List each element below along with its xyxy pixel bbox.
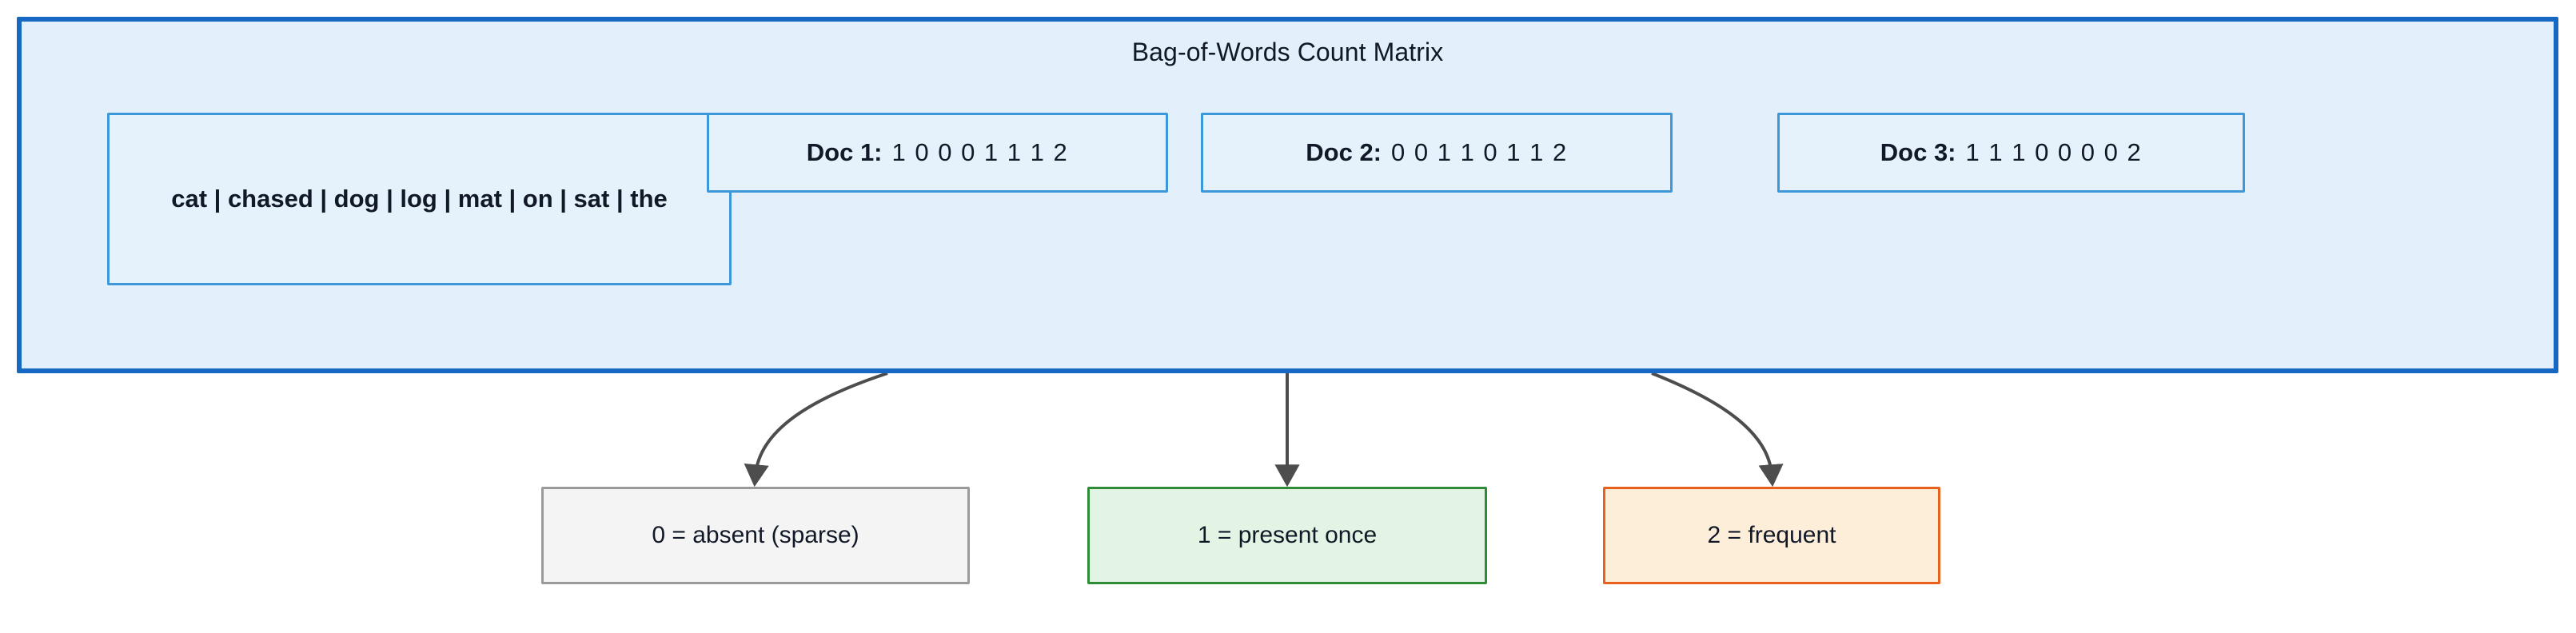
doc-3-label: Doc 3: — [1880, 137, 1956, 166]
legend-present-label: 1 = present once — [1197, 522, 1378, 548]
doc-2-box[interactable]: Doc 2: 0 0 1 1 0 1 1 2 — [1201, 113, 1673, 193]
legend-absent-label: 0 = absent (sparse) — [652, 522, 859, 548]
doc-1-box[interactable]: Doc 1: 1 0 0 0 1 1 1 2 — [707, 113, 1168, 193]
legend-absent-box[interactable]: 0 = absent (sparse) — [541, 487, 970, 584]
arrow-to-frequent — [1651, 372, 1784, 488]
doc-1-values: 1 0 0 0 1 1 1 2 — [891, 137, 1069, 166]
vocabulary-label: cat | chased | dog | log | mat | on | sa… — [171, 184, 668, 213]
vocabulary-box[interactable]: cat | chased | dog | log | mat | on | sa… — [107, 113, 732, 285]
arrow-to-absent — [744, 372, 888, 488]
legend-frequent-label: 2 = frequent — [1707, 522, 1836, 548]
diagram-title: Bag-of-Words Count Matrix — [1131, 38, 1444, 66]
bag-of-words-container: Bag-of-Words Count Matrix cat | chased |… — [17, 17, 2558, 373]
doc-2-values: 0 0 1 1 0 1 1 2 — [1391, 137, 1568, 166]
doc-3-values: 1 1 1 0 0 0 0 2 — [1965, 137, 2143, 166]
doc-1-label: Doc 1: — [806, 137, 883, 166]
doc-3-box[interactable]: Doc 3: 1 1 1 0 0 0 0 2 — [1777, 113, 2245, 193]
legend-frequent-box[interactable]: 2 = frequent — [1603, 487, 1940, 584]
legend-present-box[interactable]: 1 = present once — [1087, 487, 1487, 584]
doc-2-label: Doc 2: — [1306, 137, 1382, 166]
